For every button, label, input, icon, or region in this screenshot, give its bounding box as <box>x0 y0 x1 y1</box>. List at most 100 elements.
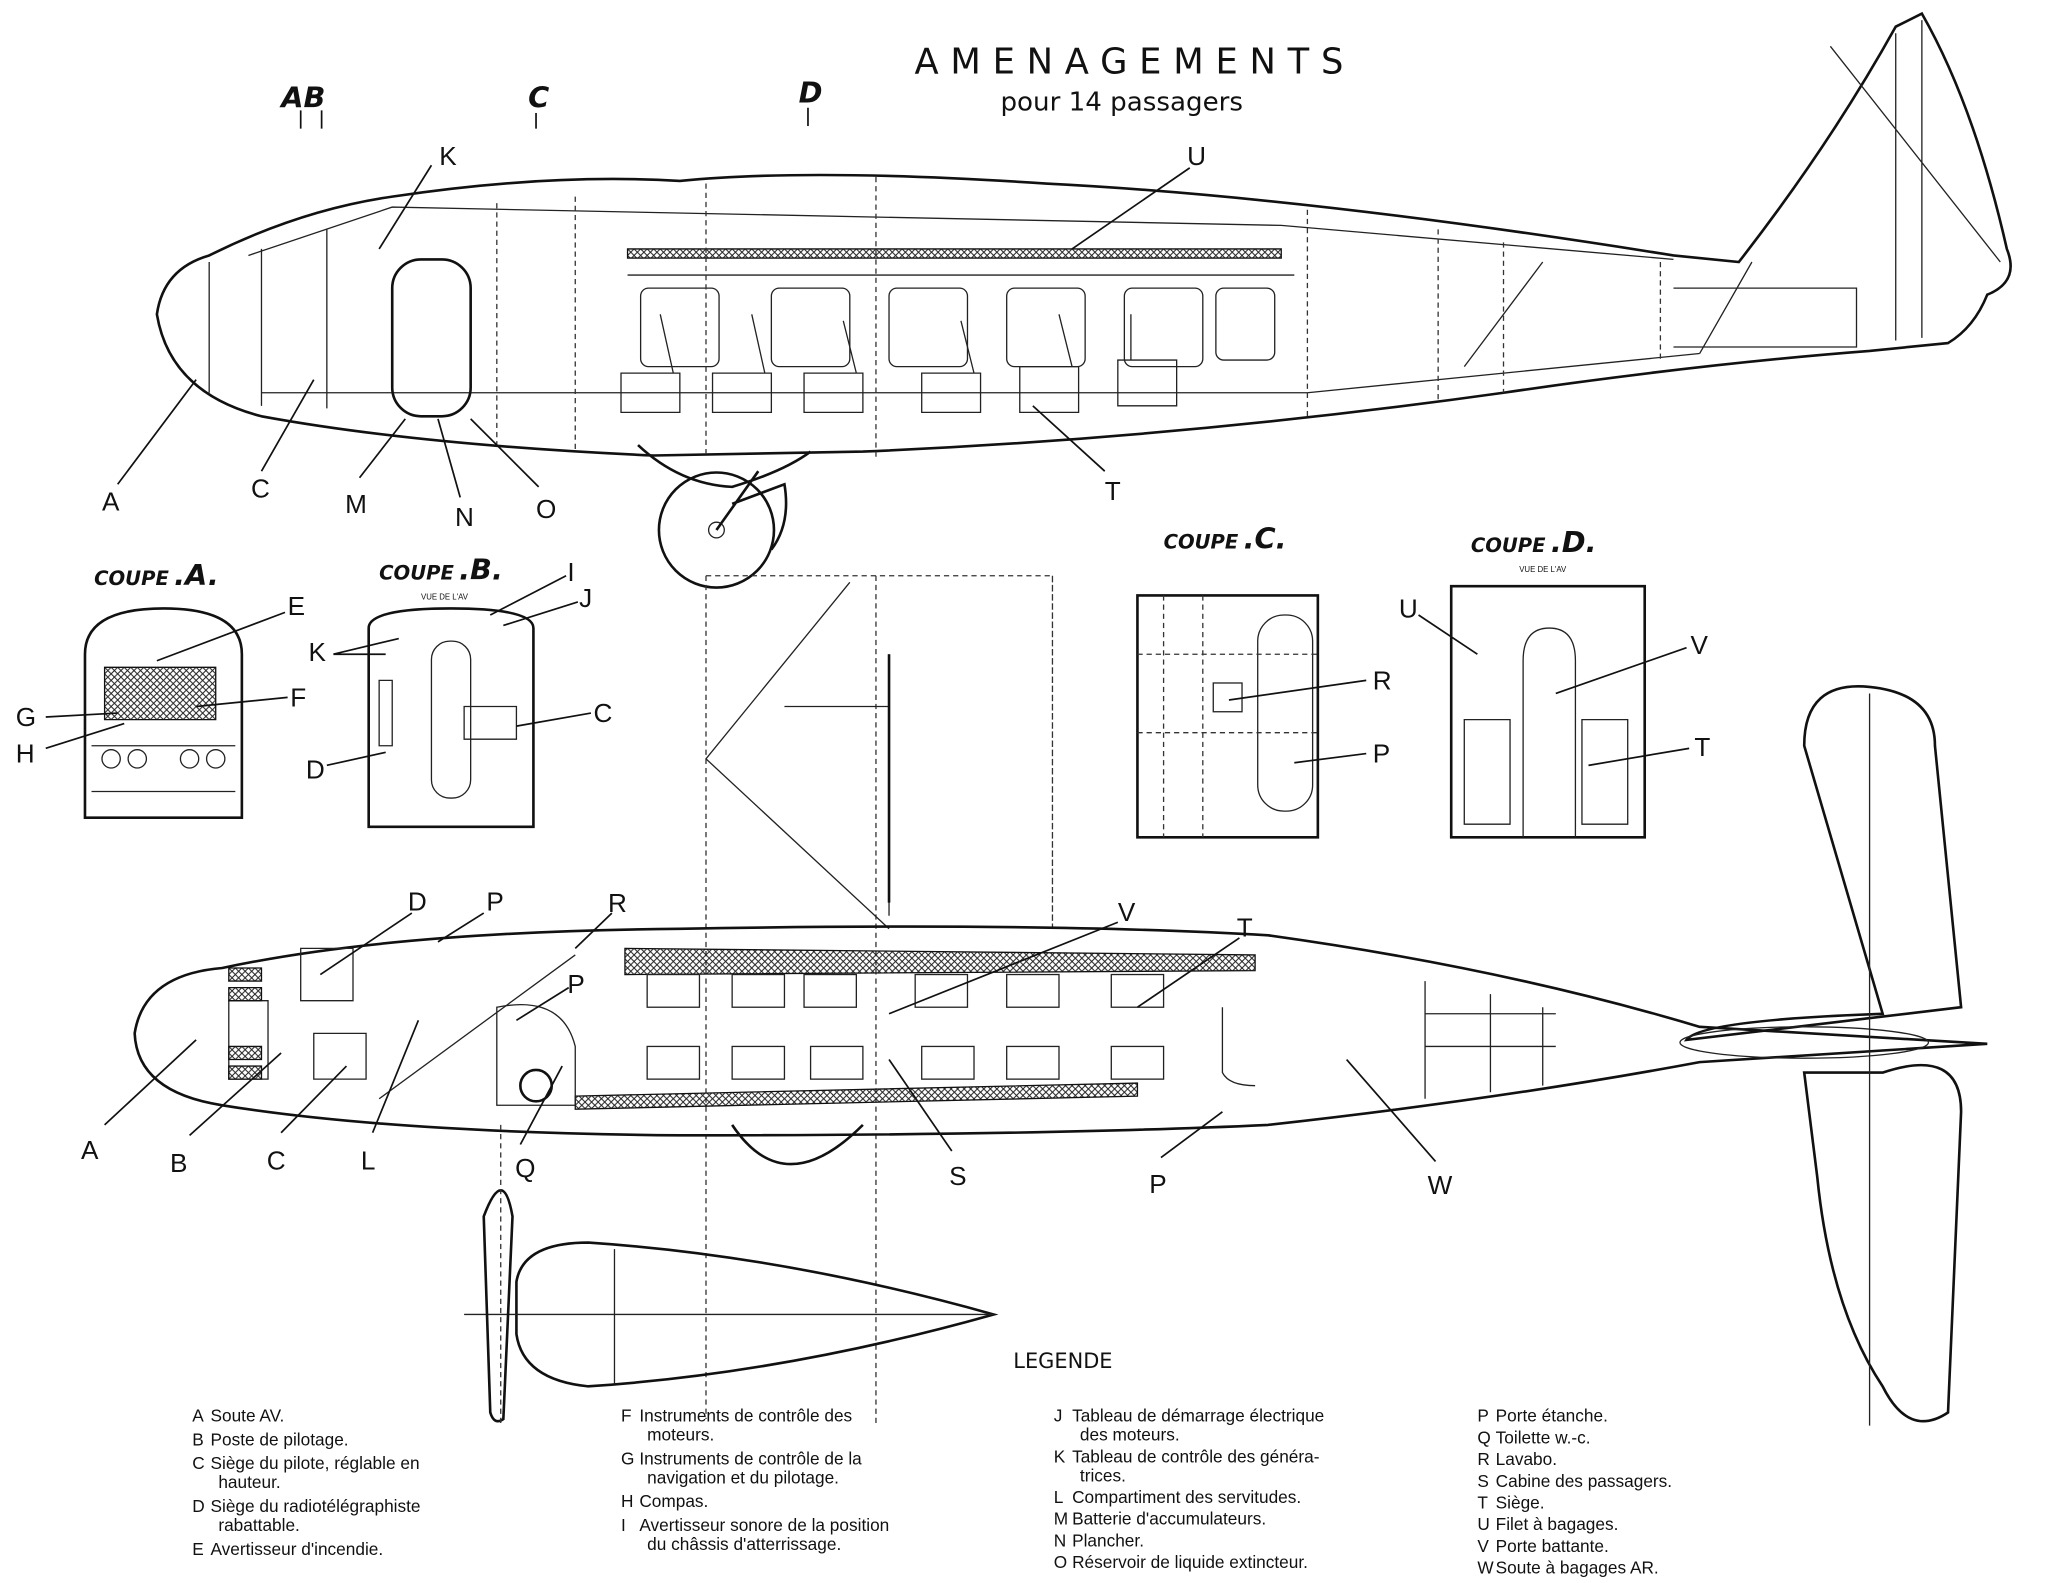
side-door <box>390 258 472 418</box>
legend-text: Porte étanche. <box>1496 1406 1608 1426</box>
legend-text: Siège du pilote, réglable en <box>210 1453 419 1473</box>
section-b-letter: .B. <box>459 553 503 587</box>
legend-key: Q <box>1477 1427 1490 1447</box>
legend-text: navigation et du pilotage. <box>647 1467 839 1487</box>
legend-text: moteurs. <box>647 1425 714 1445</box>
plan-view-wing <box>705 575 1054 1426</box>
callout-label: H <box>16 739 35 769</box>
section-c-prefix: COUPE <box>1164 530 1239 553</box>
legend-key: F <box>621 1406 632 1426</box>
svg-text:COUPE.A.: COUPE.A. <box>94 558 219 592</box>
svg-text:COUPE.C.: COUPE.C. <box>1164 521 1287 555</box>
legend-key: N <box>1054 1530 1066 1550</box>
callout-label: F <box>290 683 306 713</box>
callout-label: B <box>170 1148 187 1178</box>
landing-gear <box>637 444 812 589</box>
callout-label: R <box>1373 666 1392 696</box>
legend-key: T <box>1477 1492 1488 1512</box>
legend-key: B <box>192 1429 204 1449</box>
legend-text: Toilette w.-c. <box>1496 1427 1591 1447</box>
section-marker-c: C <box>528 81 549 115</box>
plan-view-callouts: D P R P V T A B C L Q S P W <box>81 886 1453 1200</box>
legend-text: Réservoir de liquide extincteur. <box>1072 1552 1308 1572</box>
callout-label: C <box>594 698 613 728</box>
callout-label: T <box>1694 732 1710 762</box>
legend: LEGENDE A Soute AV. B Poste de pilotage. C Si… <box>192 1349 1672 1578</box>
legend-key: G <box>621 1448 634 1468</box>
legend-key: L <box>1054 1487 1064 1507</box>
legend-text: du châssis d'atterrissage. <box>647 1534 841 1554</box>
legend-text: Siège du radiotélégraphiste <box>210 1496 420 1516</box>
callout-label: C <box>267 1145 286 1175</box>
callout-label: C <box>251 473 270 503</box>
callout-label: L <box>361 1145 376 1175</box>
side-view-fuselage <box>155 11 2012 459</box>
callout-label: N <box>455 502 474 532</box>
callout-label: A <box>81 1135 99 1165</box>
legend-key: C <box>192 1453 204 1473</box>
callout-label: V <box>1118 897 1136 927</box>
callout-label: P <box>567 969 584 999</box>
side-windows <box>639 287 1276 368</box>
callout-label: W <box>1428 1170 1453 1200</box>
legend-text: des moteurs. <box>1080 1425 1180 1445</box>
legend-key: E <box>192 1539 204 1559</box>
svg-text:COUPE.D.: COUPE.D. <box>1471 525 1597 559</box>
section-d-note: VUE DE L'AV <box>1519 565 1567 574</box>
section-d-letter: .D. <box>1551 525 1597 559</box>
legend-key: R <box>1477 1449 1489 1469</box>
side-seats <box>620 314 1178 414</box>
plan-seats <box>646 973 1165 1080</box>
callout-label: R <box>608 888 627 918</box>
legend-key: I <box>621 1515 626 1535</box>
legend-text: Compas. <box>639 1491 708 1511</box>
section-a-prefix: COUPE <box>94 567 169 590</box>
legend-columns: A Soute AV. B Poste de pilotage. C Siège du p… <box>192 1406 1672 1578</box>
legend-key: H <box>621 1491 633 1511</box>
legend-text: Lavabo. <box>1496 1449 1557 1469</box>
section-c-letter: .C. <box>1244 521 1287 555</box>
legend-key: D <box>192 1496 204 1516</box>
callout-label: K <box>439 141 457 171</box>
legend-text: Poste de pilotage. <box>210 1429 348 1449</box>
callout-label: E <box>288 591 305 621</box>
section-a-letter: .A. <box>174 558 219 592</box>
legend-key: A <box>192 1406 204 1426</box>
section-b: COUPE.B. VUE DE L'AV I J K C D <box>306 553 613 829</box>
section-markers: AB C D <box>279 76 823 129</box>
legend-text: trices. <box>1080 1465 1126 1485</box>
callout-label: J <box>579 583 592 613</box>
callout-label: K <box>309 637 327 667</box>
legend-text: Soute AV. <box>210 1406 284 1426</box>
legend-key: M <box>1054 1509 1068 1529</box>
section-d: COUPE.D. VUE DE L'AV U V T <box>1399 525 1710 839</box>
section-marker-d: D <box>799 76 823 110</box>
section-c: COUPE.C. R P <box>1136 521 1392 839</box>
drawing-title: AMENAGEMENTS <box>914 42 1355 83</box>
legend-text: rabattable. <box>218 1515 300 1535</box>
legend-text: Porte battante. <box>1496 1536 1609 1556</box>
legend-text: Plancher. <box>1072 1530 1144 1550</box>
callout-label: P <box>1373 739 1390 769</box>
callout-label: D <box>306 754 325 784</box>
callout-label: T <box>1105 476 1121 506</box>
legend-title: LEGENDE <box>1013 1349 1112 1373</box>
callout-label: A <box>102 486 120 516</box>
svg-text:COUPE.B.: COUPE.B. <box>379 553 503 587</box>
section-b-prefix: COUPE <box>379 562 454 585</box>
legend-key: K <box>1054 1446 1066 1466</box>
callout-label: M <box>345 489 367 519</box>
legend-key: V <box>1477 1536 1489 1556</box>
legend-key: W <box>1477 1558 1494 1578</box>
legend-key: S <box>1477 1471 1489 1491</box>
callout-label: O <box>536 494 556 524</box>
section-a: COUPE.A. E F G H <box>16 558 306 819</box>
callout-label: P <box>486 886 503 916</box>
legend-text: hauteur. <box>218 1472 280 1492</box>
drawing-subtitle: pour 14 passagers <box>1000 87 1243 117</box>
legend-text: Tableau de démarrage électrique <box>1072 1406 1324 1426</box>
callout-label: S <box>949 1161 966 1191</box>
legend-text: Tableau de contrôle des généra- <box>1072 1446 1319 1466</box>
